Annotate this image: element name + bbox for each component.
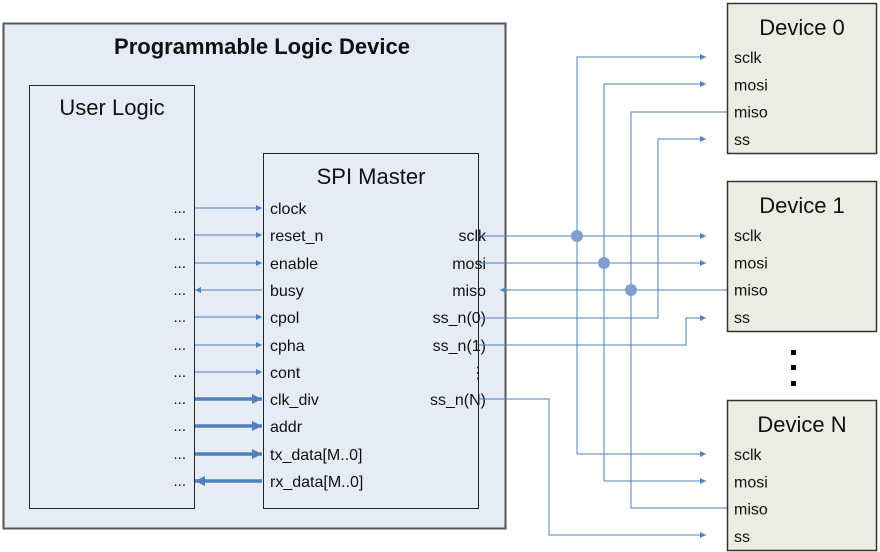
spi-port-label: clock <box>270 201 307 218</box>
device-1: Device 1 sclk mosi miso ss <box>726 180 878 333</box>
user-logic-port-ellipsis: ... <box>173 200 186 217</box>
pld-title: Programmable Logic Device <box>114 34 410 59</box>
device-0: Device 0 sclk mosi miso ss <box>726 2 878 155</box>
user-logic-box <box>29 85 195 509</box>
wire-mosi-dev0 <box>603 81 706 481</box>
spi-port-label: reset_n <box>270 228 323 245</box>
spi-right-port-label: mosi <box>452 256 486 273</box>
wire-ss1 <box>479 315 706 346</box>
device-port-label: mosi <box>734 77 768 94</box>
device-title: Device 0 <box>759 15 845 40</box>
wire-ssN <box>479 398 706 538</box>
spi-right-port-label: miso <box>452 283 486 300</box>
spi-master-box <box>263 153 479 509</box>
spi-port-label: cpha <box>270 338 305 355</box>
spi-port-label: rx_data[M..0] <box>270 474 363 491</box>
spi-right-port-label: ss_n(N) <box>430 392 486 409</box>
junction-sclk <box>571 230 583 242</box>
device-port-label: mosi <box>734 474 768 491</box>
user-logic-port-ellipsis: ... <box>173 364 186 381</box>
user-logic-port-ellipsis: ... <box>173 255 186 272</box>
device-port-label: sclk <box>734 228 763 245</box>
user-logic-title: User Logic <box>59 95 164 120</box>
spi-port-label: cpol <box>270 310 299 327</box>
device-port-label: ss <box>734 132 750 149</box>
spi-right-port-label: ss_n(1) <box>433 338 486 355</box>
ellipsis-dot <box>791 381 796 386</box>
wire-ss0 <box>479 136 706 319</box>
spi-port-label: cont <box>270 365 301 382</box>
device-port-label: ss <box>734 529 750 546</box>
spi-port-label: tx_data[M..0] <box>270 447 363 464</box>
junction-mosi <box>598 257 610 269</box>
device-2: Device N sclk mosi miso ss <box>726 399 878 552</box>
spi-right-port-label: ss_n(0) <box>433 310 486 327</box>
user-logic-port-ellipsis: ... <box>173 446 186 463</box>
device-port-label: miso <box>734 502 768 519</box>
spi-port-label: busy <box>270 283 304 300</box>
user-logic-port-ellipsis: ... <box>173 337 186 354</box>
user-logic-port-ellipsis: ... <box>173 282 186 299</box>
spi-port-label: addr <box>270 419 303 436</box>
device-box <box>726 180 878 333</box>
spi-right-port-label: sclk <box>458 228 487 245</box>
device-title: Device N <box>757 412 846 437</box>
spi-left-ports: ... clock... reset_n... enable... busy... cpo… <box>173 200 363 491</box>
spi-master-title: SPI Master <box>317 164 426 189</box>
device-port-label: sclk <box>734 50 763 67</box>
user-logic-port-ellipsis: ... <box>173 391 186 408</box>
spi-port-label: clk_div <box>270 392 319 409</box>
device-port-label: miso <box>734 283 768 300</box>
wire-sclk-dev0 <box>576 54 706 454</box>
spi-right-port-label: ⋮ <box>470 365 486 382</box>
user-logic-port-ellipsis: ... <box>173 473 186 490</box>
user-logic-port-ellipsis: ... <box>173 309 186 326</box>
device-port-label: mosi <box>734 255 768 272</box>
junction-miso <box>625 284 637 296</box>
user-logic-port-ellipsis: ... <box>173 227 186 244</box>
device-box <box>726 2 878 155</box>
device-port-label: miso <box>734 105 768 122</box>
spi-port-label: enable <box>270 256 318 273</box>
ellipsis-dot <box>791 365 796 370</box>
ellipsis-dot <box>791 350 796 355</box>
spi-right-ports: sclk mosi miso ss_n(0) ss_n(1) ⋮ ss_n(N) <box>430 228 487 409</box>
device-box <box>726 399 878 552</box>
wire-miso-dev0 <box>630 111 727 509</box>
device-port-label: sclk <box>734 447 763 464</box>
user-logic-port-ellipsis: ... <box>173 418 186 435</box>
spi-bus-wires <box>479 54 727 538</box>
device-port-label: ss <box>734 310 750 327</box>
device-title: Device 1 <box>759 193 845 218</box>
